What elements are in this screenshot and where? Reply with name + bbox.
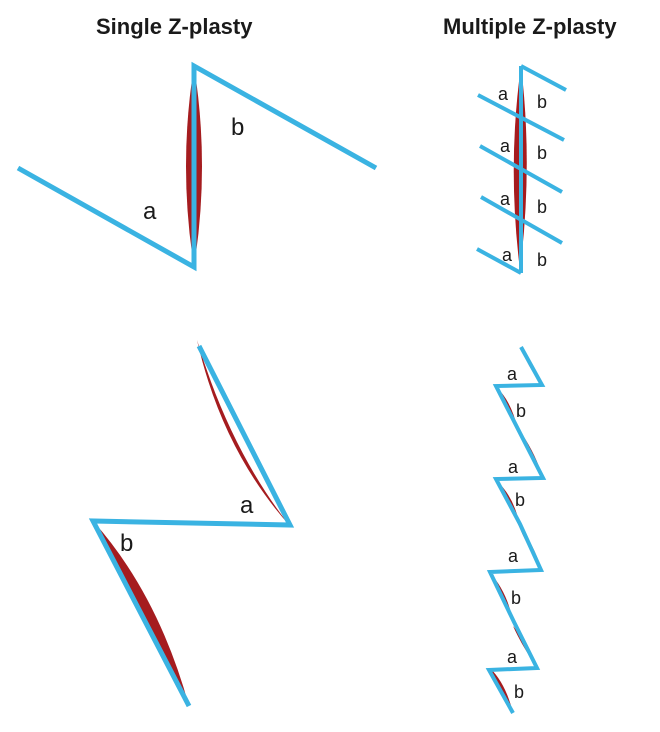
multiple-before-label-b-3: b (537, 197, 547, 217)
multiple-before-bottom-limb (476, 247, 522, 275)
single-after-z-incision (88, 344, 295, 708)
multiple-after: a b a b a b a b (485, 346, 547, 714)
single-after-label-b: b (120, 530, 133, 557)
multiple-after-label-b-3: b (511, 588, 521, 608)
multiple-after-label-b-1: b (516, 401, 526, 421)
multiple-zplasty-title: Multiple Z-plasty (443, 14, 617, 39)
single-before-label-a: a (143, 198, 157, 225)
multiple-after-label-b-4: b (514, 682, 524, 702)
multiple-before-cross-1 (477, 93, 565, 142)
multiple-before-label-b-1: b (537, 92, 547, 112)
multiple-after-label-a-2: a (508, 457, 519, 477)
multiple-before-label-a-4: a (502, 245, 513, 265)
multiple-before-label-b-2: b (537, 143, 547, 163)
single-zplasty-title: Single Z-plasty (96, 14, 253, 39)
multiple-before: a b a b a b a b (476, 64, 567, 275)
multiple-after-zigzag-incision (485, 346, 547, 714)
single-before-label-b: b (231, 114, 244, 141)
multiple-after-label-a-1: a (507, 364, 518, 384)
multiple-after-label-a-3: a (508, 546, 519, 566)
single-after-label-a: a (240, 492, 254, 519)
multiple-before-cross-3 (480, 195, 563, 245)
multiple-before-label-a-3: a (500, 189, 511, 209)
multiple-before-cross-2 (479, 144, 563, 194)
multiple-after-label-a-4: a (507, 647, 518, 667)
multiple-after-label-b-2: b (515, 490, 525, 510)
single-before: a b (16, 61, 378, 272)
multiple-before-top-limb (520, 64, 567, 92)
multiple-before-label-b-4: b (537, 250, 547, 270)
multiple-before-label-a-2: a (500, 136, 511, 156)
single-before-z-incision (16, 61, 378, 272)
multiple-before-label-a-1: a (498, 84, 509, 104)
single-after: a b (88, 340, 295, 708)
